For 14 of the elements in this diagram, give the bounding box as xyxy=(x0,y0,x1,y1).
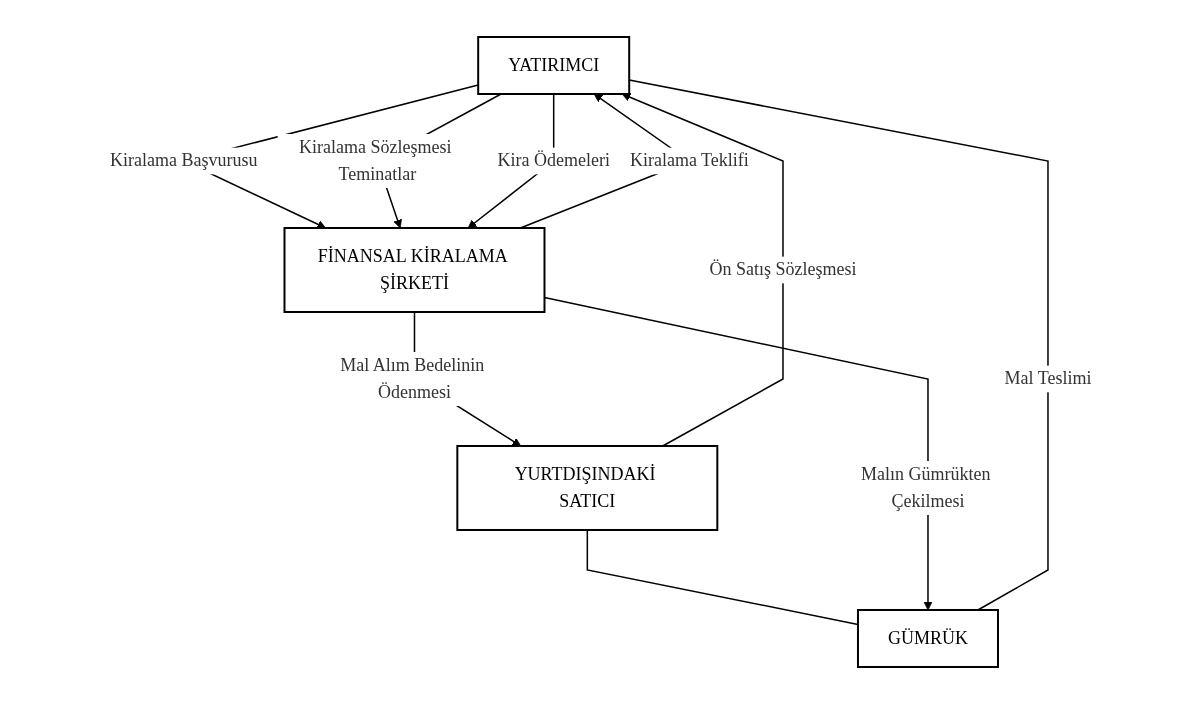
connector xyxy=(628,79,1049,611)
edge-label: Kira Ödemeleri xyxy=(497,150,610,171)
node-box: GÜMRÜK xyxy=(856,609,999,668)
edge-label: Kiralama Teklifi xyxy=(629,150,749,171)
edge-label: Kiralama Başvurusu xyxy=(109,150,258,171)
edge-label: Mal Alım Bedelinin Ödenmesi xyxy=(340,354,485,402)
edge-label: Mal Teslimi xyxy=(1004,368,1092,389)
edge-label: Ön Satış Sözleşmesi xyxy=(709,259,857,280)
node-box: YURTDIŞINDAKİ SATICI xyxy=(456,445,719,531)
edge-label: Kiralama Sözleşmesi Teminatlar xyxy=(298,137,452,184)
node-box: FİNANSAL KİRALAMA ŞİRKETİ xyxy=(283,227,546,313)
edge-label: Malın Gümrükten Çekilmesi xyxy=(860,463,991,511)
arrow xyxy=(621,93,784,447)
node-box: YATIRIMCI xyxy=(476,36,630,95)
